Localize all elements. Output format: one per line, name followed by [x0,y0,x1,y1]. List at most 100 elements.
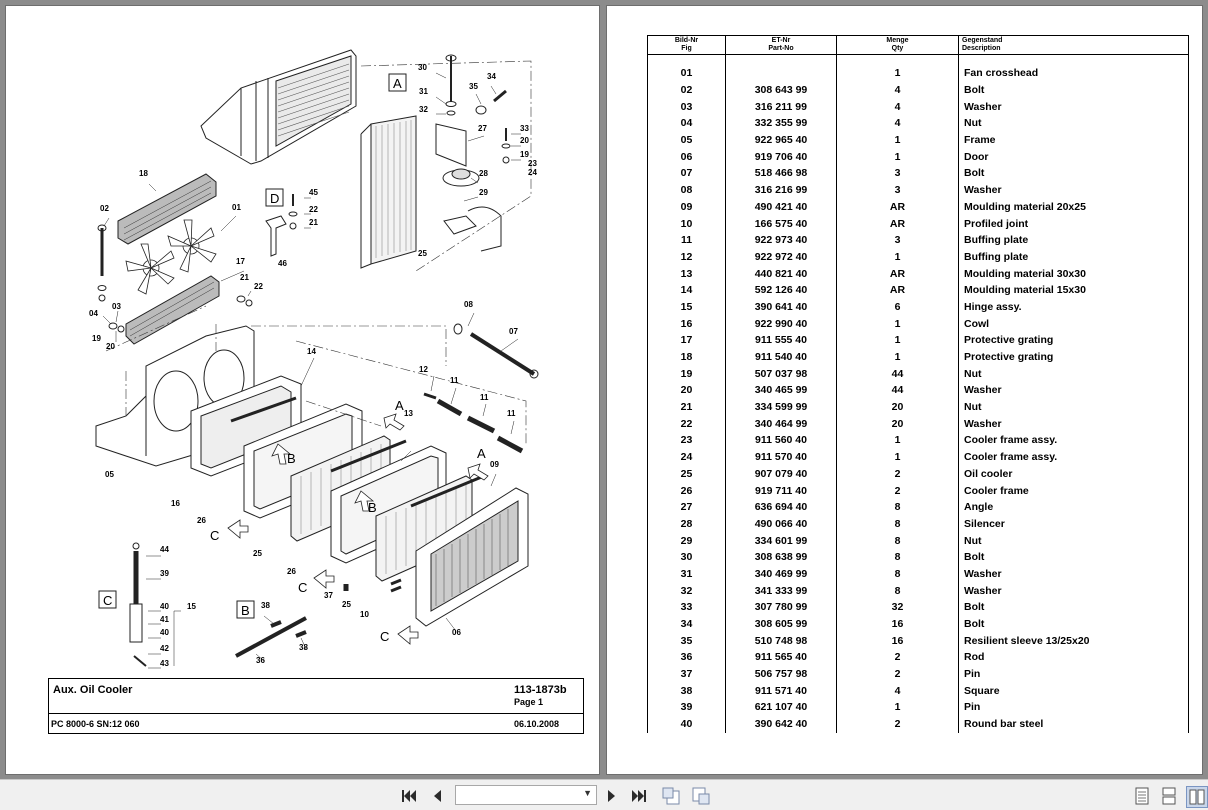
callout: 11 [480,393,489,402]
callout: 26 [197,516,206,525]
cell-qty: 4 [836,98,959,116]
first-page-icon[interactable] [400,788,418,804]
cell-part-no: 340 464 99 [725,415,837,433]
single-page-view-icon[interactable] [1133,787,1151,805]
callout: 30 [418,63,427,72]
cell-qty: 20 [836,398,959,416]
cell-fig: 29 [647,532,726,549]
prev-page-icon[interactable] [430,788,444,804]
cell-part-no: 592 126 40 [725,281,837,299]
cell-description: Moulding material 30x30 [958,265,1189,282]
callout: C [298,580,307,595]
drawing-page: A D C B 30 31 32 34 35 27 33 20 19 23 24… [6,6,599,774]
callout: 07 [509,327,518,336]
cell-part-no: 907 079 40 [725,465,837,483]
title-block: Aux. Oil Cooler 113-1873b Page 1 PC 8000… [48,678,584,734]
callout: 06 [452,628,461,637]
cell-fig: 36 [647,649,726,666]
two-page-view-icon[interactable] [1186,786,1208,808]
detail-label-b: B [241,603,250,618]
cell-fig: 08 [647,181,726,199]
page-number: Page 1 [514,697,544,707]
cell-part-no: 308 643 99 [725,81,837,99]
callout: 18 [139,169,148,178]
callout: A [395,398,404,413]
cell-qty: 1 [836,65,959,82]
cell-fig: 06 [647,148,726,166]
continuous-view-icon[interactable] [1160,787,1178,805]
callout: 29 [479,188,488,197]
cell-fig: 37 [647,665,726,683]
cell-fig: 20 [647,382,726,399]
cell-qty: 2 [836,465,959,483]
callout: 41 [160,615,169,624]
callout: 02 [100,204,109,213]
cell-fig: 12 [647,248,726,266]
cell-description: Bolt [958,548,1189,566]
cell-qty: 4 [836,682,959,700]
callout: 11 [450,376,459,385]
cell-part-no: 919 706 40 [725,148,837,166]
cell-part-no: 308 605 99 [725,615,837,633]
cell-fig: 11 [647,231,726,249]
cell-description: Nut [958,365,1189,383]
cell-fig: 04 [647,115,726,132]
callout: 32 [419,105,428,114]
callout: 21 [309,218,318,227]
callout: 33 [520,124,529,133]
callout: 43 [160,659,169,668]
cell-part-no: 307 780 99 [725,599,837,616]
cell-qty: 4 [836,81,959,99]
cell-qty: 2 [836,649,959,666]
cell-part-no: 919 711 40 [725,482,837,499]
callout: C [210,528,219,543]
cell-part-no: 911 571 40 [725,682,837,700]
rotate-forward-icon[interactable] [690,787,712,805]
cell-fig: 28 [647,515,726,533]
cell-description: Pin [958,699,1189,716]
exploded-parts-drawing: A D C B 30 31 32 34 35 27 33 20 19 23 24… [89,49,539,669]
cell-fig: 27 [647,498,726,516]
last-page-icon[interactable] [630,788,648,804]
cell-description: Buffing plate [958,248,1189,266]
cell-qty: 8 [836,548,959,566]
cell-description: Cooler frame assy. [958,432,1189,449]
cell-qty: AR [836,281,959,299]
cell-description: Moulding material 15x30 [958,281,1189,299]
cell-qty: 3 [836,165,959,182]
cell-description: Round bar steel [958,715,1189,733]
rotate-back-icon[interactable] [660,787,682,805]
cell-qty: AR [836,265,959,282]
callout: 14 [307,347,316,356]
next-page-icon[interactable] [605,788,619,804]
callout: 08 [464,300,473,309]
cell-description: Nut [958,398,1189,416]
cell-part-no: 911 555 40 [725,332,837,349]
cell-part-no: 316 211 99 [725,98,837,116]
cell-description: Hinge assy. [958,298,1189,316]
page-select[interactable]: ▼ [455,785,597,805]
cell-part-no: 390 641 40 [725,298,837,316]
cell-fig: 01 [647,65,726,82]
callout: 39 [160,569,169,578]
callout: 20 [106,342,115,351]
cell-qty: AR [836,198,959,216]
cell-part-no: 911 540 40 [725,348,837,366]
cell-description: Protective grating [958,348,1189,366]
cell-fig: 39 [647,699,726,716]
cell-description: Rod [958,649,1189,666]
cell-part-no: 911 560 40 [725,432,837,449]
cell-qty: 6 [836,298,959,316]
